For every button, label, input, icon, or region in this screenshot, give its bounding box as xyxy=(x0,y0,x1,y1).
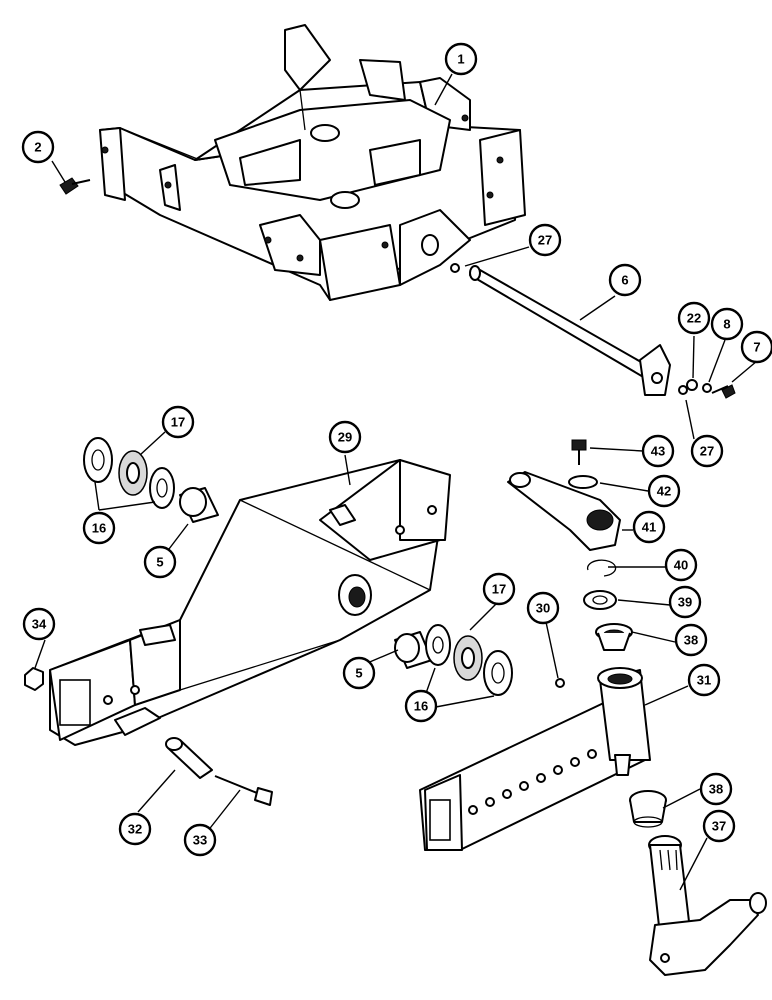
axle-support-frame xyxy=(99,24,526,301)
callout-27: 27 xyxy=(528,223,562,257)
callout-32: 32 xyxy=(118,812,152,846)
svg-text:33: 33 xyxy=(193,833,207,848)
callout-38: 38 xyxy=(674,623,708,657)
leader-lines xyxy=(34,73,758,891)
svg-text:39: 39 xyxy=(678,595,692,610)
callout-5: 5 xyxy=(143,545,177,579)
callout-16: 16 xyxy=(82,511,116,545)
grease-fitting-27-lower xyxy=(678,385,688,395)
callout-8: 8 xyxy=(710,307,744,341)
thrust-washers-right xyxy=(425,624,513,696)
callout-27: 27 xyxy=(690,434,724,468)
svg-text:41: 41 xyxy=(642,520,656,535)
svg-text:16: 16 xyxy=(92,521,106,536)
svg-text:7: 7 xyxy=(753,340,760,355)
svg-text:5: 5 xyxy=(156,555,163,570)
callout-34: 34 xyxy=(22,607,56,641)
svg-text:32: 32 xyxy=(128,822,142,837)
callout-41: 41 xyxy=(632,510,666,544)
washer-42 xyxy=(568,475,598,489)
bolt-43 xyxy=(571,439,587,465)
nut-22 xyxy=(686,379,698,391)
svg-text:6: 6 xyxy=(621,273,628,288)
callout-7: 7 xyxy=(740,330,772,364)
svg-text:30: 30 xyxy=(536,601,550,616)
callout-37: 37 xyxy=(702,809,736,843)
callout-29: 29 xyxy=(328,420,362,454)
svg-text:37: 37 xyxy=(712,819,726,834)
svg-text:34: 34 xyxy=(32,617,47,632)
svg-text:27: 27 xyxy=(538,233,552,248)
callout-1: 1 xyxy=(444,42,478,76)
snap-ring-40 xyxy=(586,559,617,577)
callout-43: 43 xyxy=(641,434,675,468)
callout-31: 31 xyxy=(687,663,721,697)
steering-arm-41 xyxy=(507,471,621,551)
nut-34 xyxy=(24,667,44,691)
callout-39: 39 xyxy=(668,585,702,619)
svg-text:40: 40 xyxy=(674,558,688,573)
svg-text:17: 17 xyxy=(171,415,185,430)
callout-5: 5 xyxy=(342,656,376,690)
callout-16: 16 xyxy=(404,689,438,723)
front-axle-beam-29 xyxy=(49,459,451,746)
spindle-37 xyxy=(648,835,767,976)
axle-extension-31 xyxy=(419,667,651,851)
sleeve-32 xyxy=(165,737,213,779)
callout-40: 40 xyxy=(664,548,698,582)
callout-30: 30 xyxy=(526,591,560,625)
svg-text:17: 17 xyxy=(492,582,506,597)
bushing-38-upper xyxy=(595,623,633,651)
callout-17: 17 xyxy=(161,405,195,439)
svg-text:38: 38 xyxy=(709,782,723,797)
thrust-washers-left xyxy=(83,437,175,509)
svg-text:2: 2 xyxy=(34,140,41,155)
washer-8 xyxy=(702,383,712,393)
svg-text:8: 8 xyxy=(723,317,730,332)
bolt-2 xyxy=(59,177,91,195)
bushing-5-right xyxy=(394,631,433,669)
svg-text:5: 5 xyxy=(355,666,362,681)
callout-6: 6 xyxy=(608,263,642,297)
washer-39 xyxy=(583,590,617,610)
svg-text:27: 27 xyxy=(700,444,714,459)
svg-text:31: 31 xyxy=(697,673,711,688)
callout-2: 2 xyxy=(21,130,55,164)
grease-fitting-27-upper xyxy=(450,263,460,273)
callout-17: 17 xyxy=(482,572,516,606)
svg-text:29: 29 xyxy=(338,430,352,445)
bushing-38-lower xyxy=(629,790,667,828)
grease-fitting-30 xyxy=(555,678,565,688)
callout-33: 33 xyxy=(183,823,217,857)
svg-text:16: 16 xyxy=(414,699,428,714)
svg-text:43: 43 xyxy=(651,444,665,459)
svg-text:38: 38 xyxy=(684,633,698,648)
bolt-33 xyxy=(214,775,273,806)
bolt-7 xyxy=(711,384,736,399)
svg-text:22: 22 xyxy=(687,311,701,326)
bushing-5-left xyxy=(179,487,219,523)
svg-text:42: 42 xyxy=(657,484,671,499)
svg-text:1: 1 xyxy=(457,52,464,67)
callout-42: 42 xyxy=(647,474,681,508)
callout-38: 38 xyxy=(699,772,733,806)
callout-22: 22 xyxy=(677,301,711,335)
pivot-pin-6 xyxy=(469,265,671,396)
